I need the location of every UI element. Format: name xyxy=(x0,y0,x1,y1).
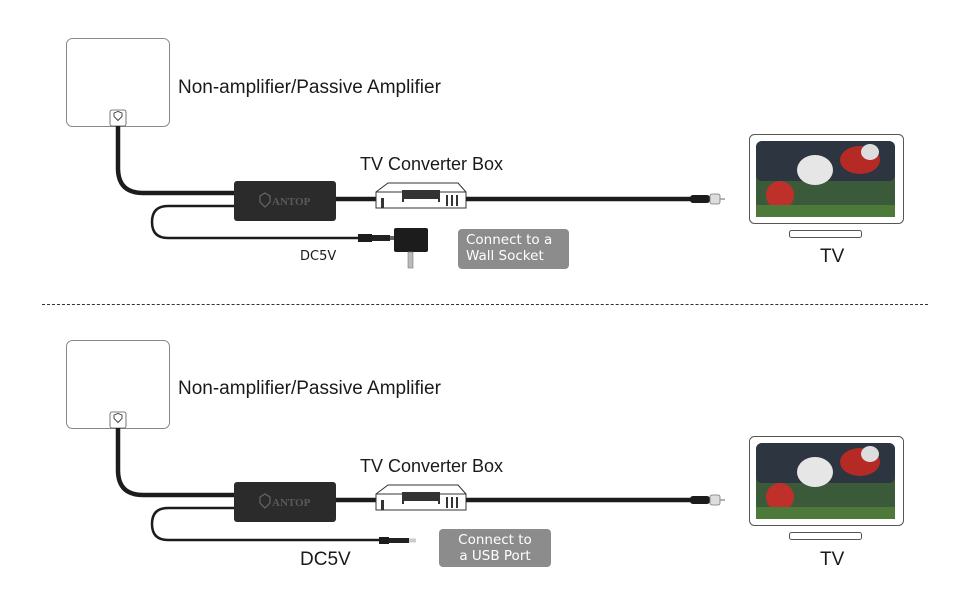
antop-logo-icon xyxy=(259,493,271,509)
tv-label: TV xyxy=(820,549,845,570)
converter-box-label: TV Converter Box xyxy=(360,456,504,476)
antenna-panel xyxy=(66,340,170,429)
tag-line-2: Wall Socket xyxy=(466,248,544,264)
antop-logo-icon xyxy=(113,413,123,424)
amplifier: ANTOP xyxy=(234,482,336,522)
converter-box-label: TV Converter Box xyxy=(360,154,504,174)
tag-line-2: a USB Port xyxy=(459,548,531,564)
section-divider xyxy=(42,304,928,305)
power-loop-cable xyxy=(150,506,382,542)
converter-box xyxy=(375,484,467,511)
power-loop-cable xyxy=(150,204,372,240)
tag-line-1: Connect to a xyxy=(466,232,553,248)
antenna-cable xyxy=(115,428,236,498)
coax-connector xyxy=(690,193,725,205)
antenna-label: Non-amplifier/Passive Amplifier xyxy=(178,77,441,98)
svg-text:ANTOP: ANTOP xyxy=(272,196,311,208)
tag-line-1: Connect to xyxy=(458,532,532,548)
tv xyxy=(749,436,904,540)
connect-wall-socket-tag: Connect to a Wall Socket xyxy=(458,229,569,269)
antenna-label: Non-amplifier/Passive Amplifier xyxy=(178,378,441,399)
power-label: DC5V xyxy=(300,249,337,264)
antop-logo-icon xyxy=(113,111,123,122)
tv xyxy=(749,134,904,238)
usb-plug xyxy=(379,537,416,544)
tv-label: TV xyxy=(820,246,845,267)
coax-connector xyxy=(690,494,725,506)
wall-adapter xyxy=(358,228,428,269)
connect-usb-port-tag: Connect to a USB Port xyxy=(439,529,551,567)
power-label: DC5V xyxy=(300,549,351,570)
antenna-cable xyxy=(115,126,236,196)
antop-logo-icon xyxy=(259,192,271,208)
amplifier: ANTOP xyxy=(234,181,336,221)
antenna-panel xyxy=(66,38,170,127)
converter-box xyxy=(375,182,467,209)
svg-text:ANTOP: ANTOP xyxy=(272,497,311,509)
